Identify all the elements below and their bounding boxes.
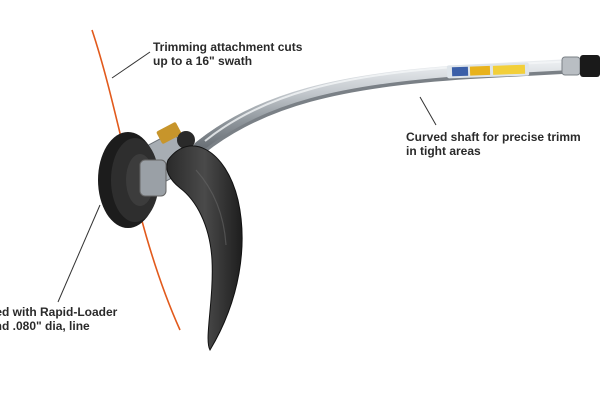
swath-callout-line2: up to a 16" swath [153, 54, 253, 68]
swath-pointer-line [111, 51, 151, 79]
shaft-callout-line1: Curved shaft for precise trimm [406, 130, 581, 144]
curved-shaft-highlight [194, 58, 586, 152]
debris-guard [166, 145, 243, 351]
head-callout-line2: and .080" dia, line [0, 319, 90, 333]
swath-callout-line1: Trimming attachment cuts [153, 40, 303, 54]
shaft-end-cap [580, 55, 600, 77]
shaft-coupler [561, 56, 581, 76]
shaft-decal [446, 62, 530, 79]
head-callout: ped with Rapid-Loader and .080" dia, lin… [0, 305, 117, 333]
trimmer-head [98, 132, 167, 228]
swath-callout: Trimming attachment cuts up to a 16" swa… [153, 40, 302, 68]
shaft-pointer-line [419, 96, 437, 126]
head-pointer-line [57, 204, 101, 303]
head-callout-line1: ped with Rapid-Loader [0, 305, 118, 319]
shaft-callout-line2: in tight areas [406, 144, 481, 158]
shaft-callout: Curved shaft for precise trimm in tight … [406, 130, 581, 158]
